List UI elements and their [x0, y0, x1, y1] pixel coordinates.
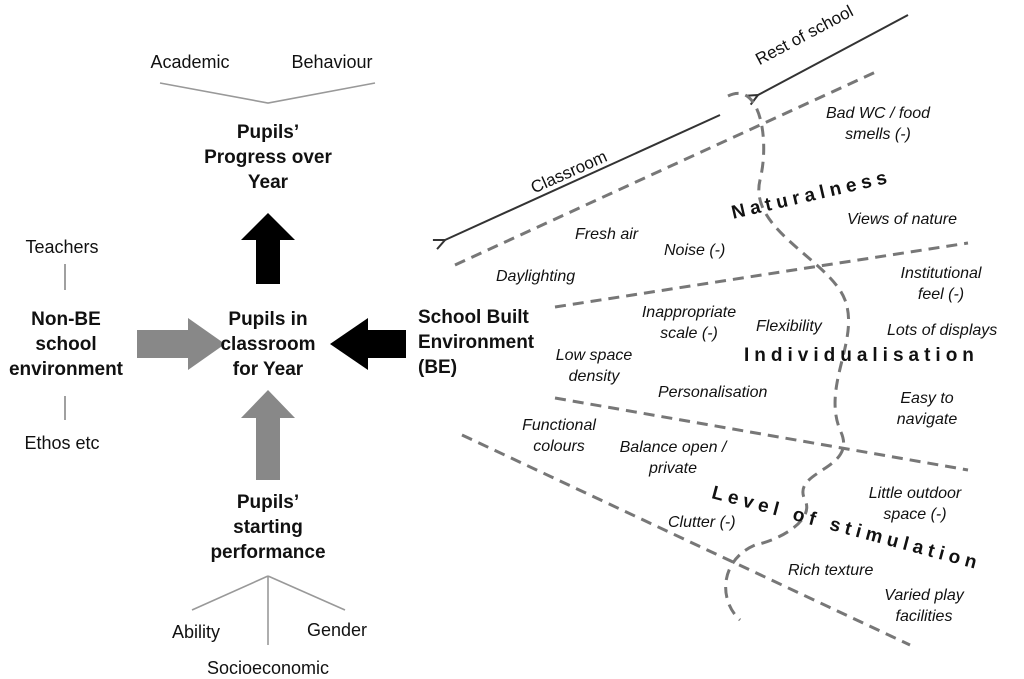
starting-line-2: starting: [233, 517, 303, 538]
center-title: Pupils in classroom for Year: [220, 307, 315, 382]
starting-title: Pupils’ starting performance: [210, 490, 325, 565]
factor-bad-wc-line-2: smells (-): [845, 126, 911, 143]
starting-line-3: performance: [210, 542, 326, 563]
factor-bad-wc-line-1: Bad WC / food: [825, 105, 931, 122]
center-line-1: Pupils in: [228, 309, 308, 330]
factor-outdoor-line-2: space (-): [883, 506, 947, 523]
up-arrow-grey: [241, 390, 295, 480]
right-arrow-grey: [137, 318, 225, 370]
be-line-2: Environment: [418, 332, 535, 353]
progress-line-2: Progress over: [204, 147, 332, 168]
factor-institutional-line-2: feel (-): [917, 286, 965, 303]
factor-personalisation: Personalisation: [658, 384, 768, 401]
factor-inappropriate-line-1: Inappropriate: [641, 304, 737, 321]
non-be-line-3: environment: [8, 359, 124, 380]
factor-lots-of-displays: Lots of displays: [887, 322, 998, 339]
factor-little-outdoor-space: Little outdoor space (-): [869, 483, 962, 525]
factor-navigate-line-2: navigate: [896, 411, 958, 428]
factor-fresh-air: Fresh air: [575, 226, 639, 243]
academic-label: Academic: [150, 52, 230, 72]
factor-institutional-line-1: Institutional: [900, 265, 982, 282]
factor-varied-play-facilities: Varied play facilities: [884, 585, 963, 627]
ability-label: Ability: [171, 622, 221, 642]
fan-dashed-lines: [454, 68, 969, 647]
factor-daylighting: Daylighting: [496, 268, 576, 285]
ethos-label: Ethos etc: [24, 433, 100, 453]
factor-low-space-line-2: density: [568, 368, 620, 385]
starting-connectors: [191, 575, 346, 645]
starting-line-1: Pupils’: [236, 492, 300, 513]
left-arrow-black: [330, 318, 406, 370]
center-line-3: for Year: [232, 359, 304, 380]
be-line-3: (BE): [418, 357, 458, 378]
factor-balance-line-1: Balance open /: [619, 439, 727, 456]
factor-flexibility: Flexibility: [756, 318, 822, 335]
classroom-arrow: [445, 114, 721, 240]
gender-label: Gender: [306, 620, 368, 640]
socioeconomic-label: Socioeconomic: [206, 658, 330, 678]
factor-rich-texture: Rich texture: [788, 562, 874, 579]
factor-low-space-line-1: Low space: [555, 347, 633, 364]
factor-easy-to-navigate: Easy to navigate: [897, 388, 958, 430]
factor-clutter: Clutter (-): [668, 514, 736, 531]
factor-navigate-line-1: Easy to: [900, 390, 954, 407]
factor-outdoor-line-1: Little outdoor: [868, 485, 962, 502]
progress-title: Pupils’ Progress over Year: [204, 120, 332, 195]
progress-connector: [159, 82, 376, 104]
factor-institutional-feel: Institutional feel (-): [901, 263, 982, 305]
factor-balance-line-2: private: [648, 460, 698, 477]
factor-varied-line-2: facilities: [895, 608, 953, 625]
non-be-line-1: Non-BE: [31, 309, 101, 330]
individualisation-label: Individualisation: [744, 345, 979, 366]
non-be-line-2: school: [35, 334, 97, 355]
be-line-1: School Built: [418, 307, 529, 328]
factor-functional-colours: Functional colours: [522, 415, 596, 457]
factor-varied-line-1: Varied play: [884, 587, 964, 604]
factor-bad-wc: Bad WC / food smells (-): [826, 103, 930, 145]
center-line-2: classroom: [220, 334, 316, 355]
progress-line-1: Pupils’: [236, 122, 300, 143]
factor-low-space-density: Low space density: [556, 345, 633, 387]
factor-inappropriate-line-2: scale (-): [660, 325, 718, 342]
up-arrow-black: [241, 213, 295, 284]
factor-noise: Noise (-): [664, 242, 726, 259]
rest-of-school-arrow: [758, 14, 909, 95]
factor-functional-line-1: Functional: [522, 417, 596, 434]
progress-line-3: Year: [247, 172, 289, 193]
teachers-label: Teachers: [25, 237, 99, 257]
factor-functional-line-2: colours: [533, 438, 585, 455]
factor-views-of-nature: Views of nature: [847, 211, 957, 228]
factor-inappropriate-scale: Inappropriate scale (-): [642, 302, 736, 344]
behaviour-label: Behaviour: [291, 52, 373, 72]
be-title: School Built Environment (BE): [418, 305, 534, 380]
non-be-title: Non-BE school environment: [9, 307, 123, 382]
factor-balance-open-private: Balance open / private: [620, 437, 727, 479]
